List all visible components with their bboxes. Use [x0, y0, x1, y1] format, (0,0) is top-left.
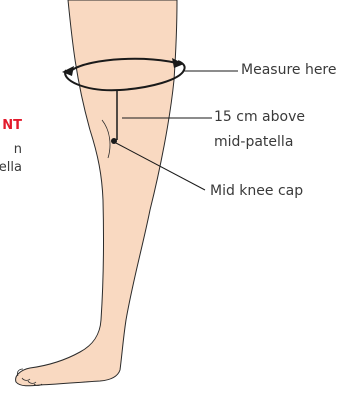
arrow-head-left-icon	[62, 66, 74, 76]
label-measure-here: Measure here	[241, 61, 337, 79]
label-mid-knee-cap: Mid knee cap	[210, 182, 303, 200]
label-mid-patella: mid-patella	[214, 133, 293, 151]
label-15cm-above: 15 cm above	[214, 108, 305, 126]
leg-illustration	[16, 0, 177, 386]
